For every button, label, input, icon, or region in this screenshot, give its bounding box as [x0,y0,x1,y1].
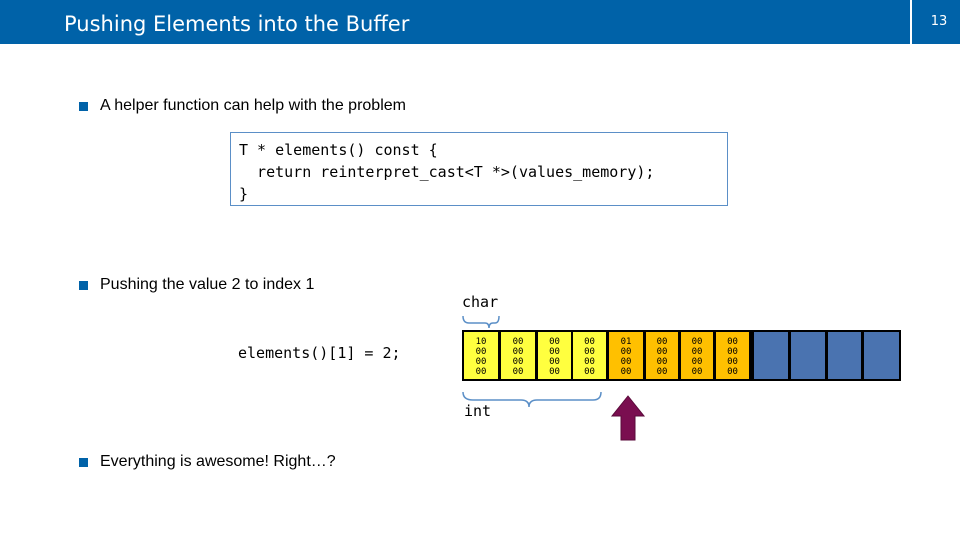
memory-byte: 00 [727,367,738,377]
memory-byte: 00 [691,347,703,357]
memory-byte: 01 [620,337,632,347]
memory-byte: 00 [691,367,703,377]
memory-byte: 00 [691,357,703,367]
memory-byte: 00 [584,367,595,377]
memory-byte: 00 [512,347,524,357]
title-bar [0,0,960,44]
memory-cell [864,332,899,379]
char-brace [462,315,500,329]
code-block: T * elements() const { return reinterpre… [230,132,728,206]
bullet-text: Everything is awesome! Right…? [100,453,336,470]
memory-byte: 00 [512,337,524,347]
char-label: char [462,293,499,311]
assignment-statement: elements()[1] = 2; [238,344,401,362]
memory-byte: 00 [656,337,668,347]
int-label: int [464,402,492,420]
memory-byte: 00 [727,357,738,367]
title-divider [910,0,912,44]
memory-byte: 00 [656,357,668,367]
bullet-awesome: Everything is awesome! Right…? [79,453,336,471]
bullet-helper-function: A helper function can help with the prob… [79,97,406,115]
memory-byte: 00 [584,337,595,347]
slide-title: Pushing Elements into the Buffer [64,12,410,36]
memory-byte: 10 [475,337,487,347]
braces [462,315,602,408]
page-number: 13 [930,14,948,29]
memory-byte: 00 [549,357,560,367]
bullet-push-value: Pushing the value 2 to index 1 [79,276,314,294]
bullet-text: A helper function can help with the prob… [100,97,406,114]
memory-byte: 00 [549,367,560,377]
memory-byte: 00 [549,337,560,347]
memory-byte: 00 [475,367,487,377]
code-line-2: return reinterpret_cast<T *>(values_memo… [239,163,655,181]
memory-byte: 00 [475,357,487,367]
memory-byte: 00 [475,347,487,357]
memory-byte: 00 [620,357,632,367]
bullet-square-icon [79,457,88,467]
int-brace [462,391,602,408]
memory-byte: 00 [620,347,632,357]
memory-byte: 00 [656,367,668,377]
memory-byte: 00 [584,357,595,367]
memory-byte: 00 [620,367,632,377]
memory-byte: 00 [727,337,738,347]
memory-cell [828,332,861,379]
memory-byte: 00 [512,357,524,367]
memory-byte: 00 [691,337,703,347]
bullet-text: Pushing the value 2 to index 1 [100,276,315,293]
code-line-3: } [239,185,249,203]
memory-byte: 00 [656,347,668,357]
code-line-1: T * elements() const { [239,141,438,159]
bullet-square-icon [79,101,88,111]
memory-cell [791,332,825,379]
up-arrow-icon [610,395,646,441]
bullet-square-icon [79,280,88,290]
memory-byte: 00 [549,347,560,357]
memory-cell [754,332,788,379]
memory-byte: 00 [512,367,524,377]
memory-byte: 00 [727,347,738,357]
memory-byte: 00 [584,347,595,357]
